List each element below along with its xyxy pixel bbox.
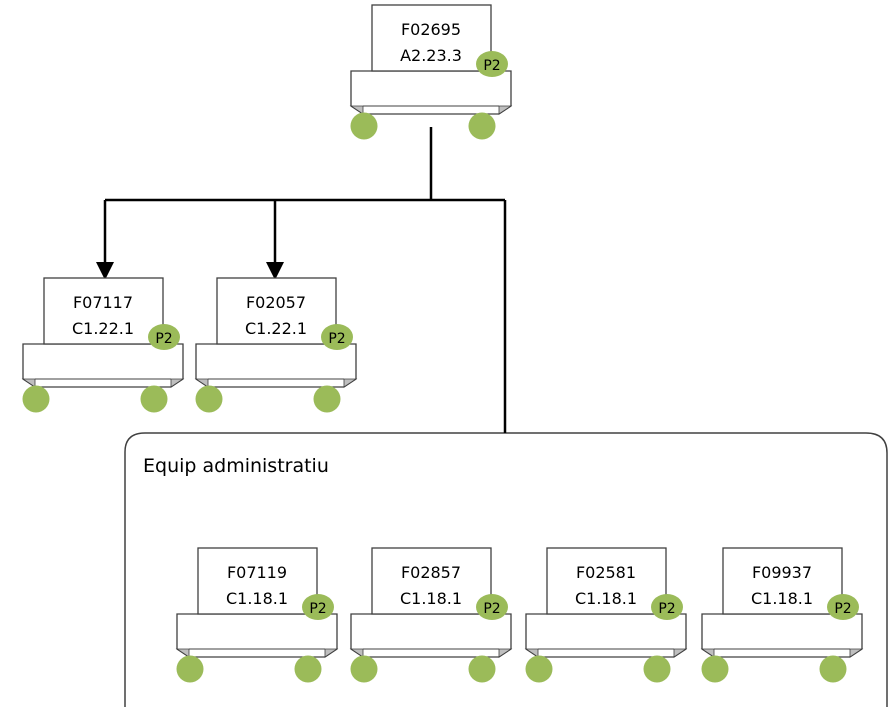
node-role: C1.22.1 xyxy=(245,319,307,338)
node-role: C1.18.1 xyxy=(751,589,813,608)
card-base xyxy=(22,343,184,388)
connector-dot-right xyxy=(468,112,496,140)
card-fold-left xyxy=(524,648,539,658)
arrowhead-2 xyxy=(266,262,284,280)
node-badge: P2 xyxy=(834,601,851,617)
connector-dot-left xyxy=(350,112,378,140)
badge-bg xyxy=(476,594,508,620)
card-top xyxy=(371,4,492,72)
card-fold-right xyxy=(170,378,185,388)
card-fold-left xyxy=(175,648,190,658)
card-fold-left xyxy=(700,648,715,658)
card-fold-right xyxy=(498,105,513,115)
node-code: F02057 xyxy=(246,293,306,312)
node-role: C1.22.1 xyxy=(72,319,134,338)
node-badge: P2 xyxy=(483,601,500,617)
card-base xyxy=(350,70,512,115)
card-top xyxy=(197,547,318,615)
connector-dot-right xyxy=(313,385,341,413)
card-fold-right xyxy=(498,648,513,658)
node-role: A2.23.3 xyxy=(400,46,462,65)
card-fold-left xyxy=(349,648,364,658)
card-fold-right xyxy=(324,648,339,658)
node-code: F07119 xyxy=(227,563,287,582)
node-badge: P2 xyxy=(483,58,500,74)
connector-dot-left xyxy=(350,655,378,683)
connector-dot-left xyxy=(22,385,50,413)
connector-dot-right xyxy=(643,655,671,683)
arrowhead-1 xyxy=(96,262,114,280)
card-base xyxy=(350,613,512,658)
node-code: F02857 xyxy=(401,563,461,582)
badge-bg xyxy=(476,51,508,77)
node-code: F02581 xyxy=(576,563,636,582)
connector-dot-right xyxy=(468,655,496,683)
badge-bg xyxy=(321,324,353,350)
node-code: F07117 xyxy=(73,293,133,312)
connector-dot-left xyxy=(525,655,553,683)
card-fold-right xyxy=(673,648,688,658)
nodes-layer: F02695A2.23.3P2F07117C1.22.1P2F02057C1.2… xyxy=(21,4,864,683)
badge-bg xyxy=(302,594,334,620)
connector-dot-left xyxy=(195,385,223,413)
card-base xyxy=(701,613,863,658)
badge-bg xyxy=(148,324,180,350)
connector-dot-right xyxy=(140,385,168,413)
node-badge: P2 xyxy=(155,331,172,347)
card-fold-right xyxy=(849,648,864,658)
connectors xyxy=(103,127,507,433)
node-role: C1.18.1 xyxy=(575,589,637,608)
connector-dot-left xyxy=(176,655,204,683)
connector-dot-right xyxy=(294,655,322,683)
card-fold-left xyxy=(194,378,209,388)
node-badge: P2 xyxy=(309,601,326,617)
card-base xyxy=(195,343,357,388)
card-top xyxy=(546,547,667,615)
card-top xyxy=(722,547,843,615)
node-code: F02695 xyxy=(401,20,461,39)
node-role: C1.18.1 xyxy=(400,589,462,608)
badge-bg xyxy=(651,594,683,620)
card-top xyxy=(216,277,337,345)
connector-dot-right xyxy=(819,655,847,683)
connector-dot-left xyxy=(701,655,729,683)
node-badge: P2 xyxy=(658,601,675,617)
card-fold-right xyxy=(343,378,358,388)
team-group-label: Equip administratiu xyxy=(143,455,329,477)
node-role: C1.18.1 xyxy=(226,589,288,608)
node-badge: P2 xyxy=(328,331,345,347)
card-fold-left xyxy=(21,378,36,388)
card-base xyxy=(176,613,338,658)
card-base xyxy=(525,613,687,658)
card-top xyxy=(43,277,164,345)
card-top xyxy=(371,547,492,615)
badge-bg xyxy=(827,594,859,620)
node-code: F09937 xyxy=(752,563,812,582)
card-fold-left xyxy=(349,105,364,115)
